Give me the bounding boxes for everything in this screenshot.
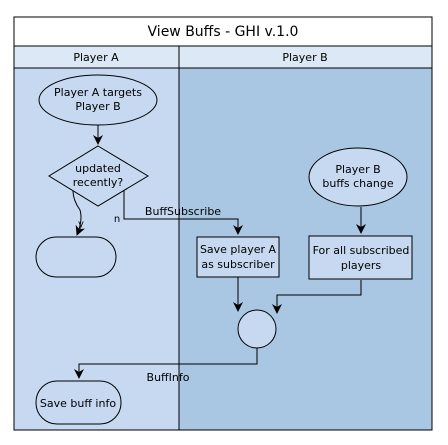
edge-decision-yes: [72, 190, 85, 236]
edge-merge-to-saveinfo: [74, 348, 258, 379]
node-start-player-a: [38, 74, 158, 126]
node-save-buff-info-label: Save buff info: [40, 397, 116, 410]
node-decision-updated: [48, 145, 149, 207]
edge-label-yes: y: [78, 219, 84, 230]
node-start-player-a-line1: Player A targets: [54, 86, 142, 99]
node-save-subscriber-line1: Save player A: [200, 243, 277, 256]
node-for-all-line2: players: [341, 259, 382, 272]
edge-label-no: n: [114, 214, 120, 225]
node-start-player-a-line2: Player B: [75, 100, 120, 113]
node-start-player-b-line1: Player B: [335, 163, 380, 176]
edge-label-buff-info: BuffInfo: [147, 371, 190, 384]
edge-decision-no: [123, 188, 243, 235]
node-decision-line2: recently?: [73, 176, 124, 189]
node-decision-line1: updated: [75, 162, 121, 175]
lane-label-player-a: Player A: [73, 51, 119, 64]
edge-forall-to-merge: [272, 280, 362, 314]
title-bar: [13, 16, 433, 47]
node-save-buff-info: [35, 380, 122, 425]
node-save-subscriber-line2: as subscriber: [201, 258, 275, 271]
lane-label-player-b: Player B: [282, 51, 327, 64]
node-for-all-line1: For all subscribed: [313, 244, 410, 257]
node-save-subscriber: [196, 236, 280, 278]
diagram-title: View Buffs - GHI v.1.0: [148, 24, 299, 40]
lane-header-player-b: [178, 45, 433, 69]
node-for-all-subscribed: [308, 235, 413, 280]
node-terminal-yes: [35, 236, 117, 278]
node-start-player-b: [308, 147, 408, 207]
node-merge: [237, 309, 277, 349]
node-start-player-b-line2: buffs change: [322, 177, 393, 190]
edge-label-buff-subscribe: BuffSubscribe: [145, 205, 221, 218]
